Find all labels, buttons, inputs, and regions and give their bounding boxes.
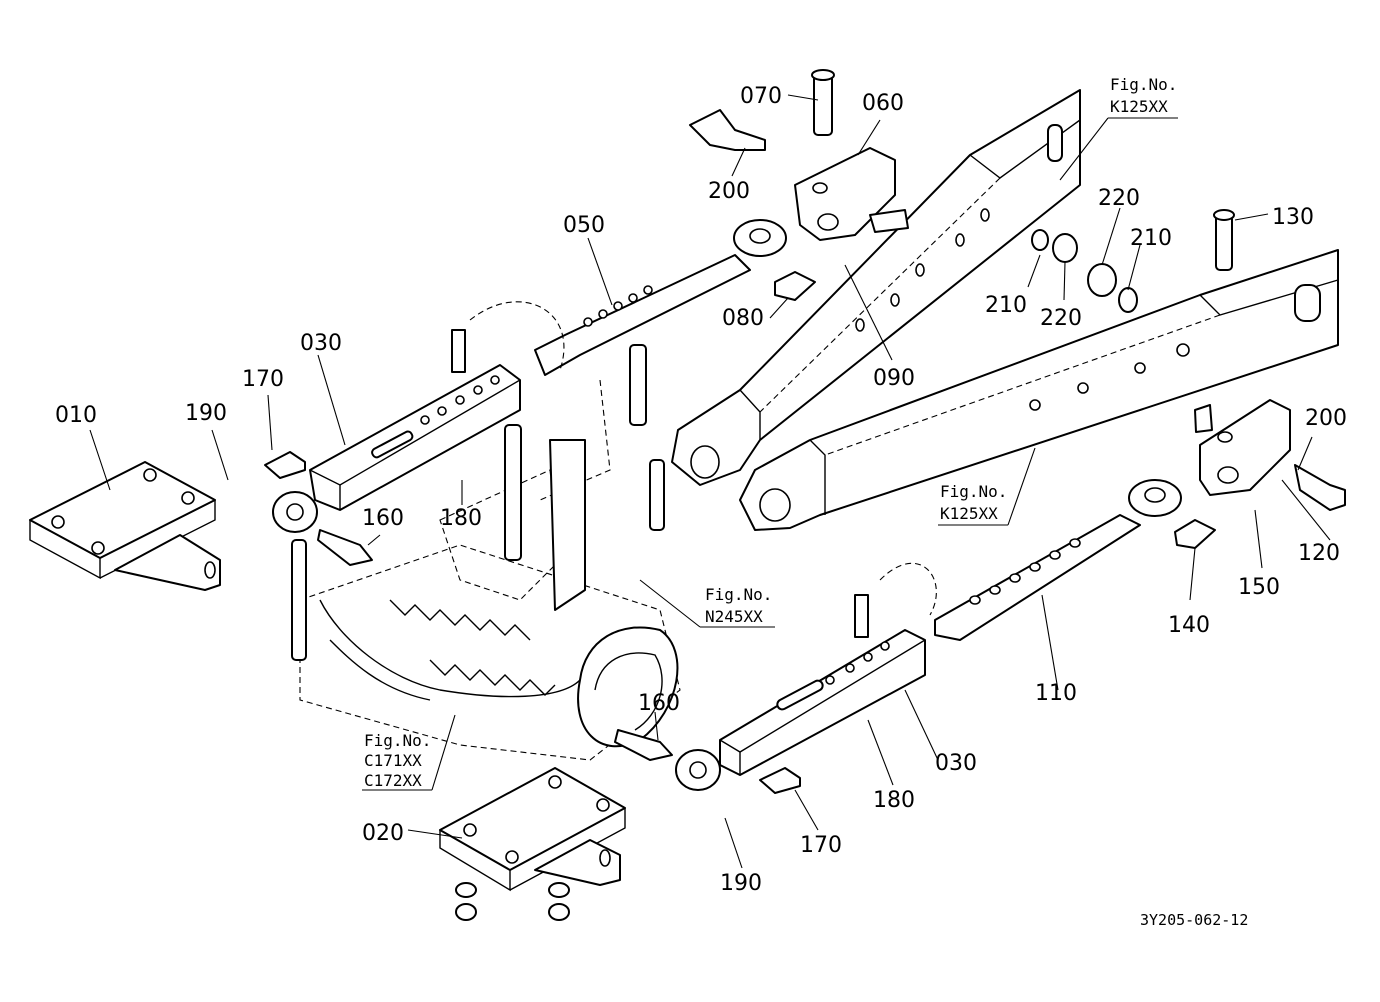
callout-220-upper: 220 [1098, 186, 1140, 211]
top-link [534, 219, 787, 376]
fig-ref-label-3: Fig.No. [705, 585, 772, 604]
callout-220-lower: 220 [1040, 306, 1082, 331]
callout-130: 130 [1272, 205, 1314, 230]
callout-210-right: 210 [1130, 226, 1172, 251]
stabilizer-upper [272, 364, 521, 533]
callout-050: 050 [563, 213, 605, 238]
stabilizer-lower [675, 479, 1182, 791]
callout-060: 060 [862, 91, 904, 116]
callout-140: 140 [1168, 613, 1210, 638]
callout-190-lower: 190 [720, 871, 762, 896]
callout-170-upper: 170 [242, 367, 284, 392]
callout-070: 070 [740, 84, 782, 109]
callout-120: 120 [1298, 541, 1340, 566]
callout-160-lower: 160 [638, 691, 680, 716]
callout-160-upper: 160 [362, 506, 404, 531]
fig-ref-code-4a: C171XX [364, 751, 422, 770]
hardware [264, 69, 1346, 921]
callout-210-left: 210 [985, 293, 1027, 318]
fig-ref-label-4: Fig.No. [364, 731, 431, 750]
leader-lines [89, 94, 1331, 869]
callout-030-upper: 030 [300, 331, 342, 356]
callout-180-upper: 180 [440, 506, 482, 531]
callout-150: 150 [1238, 575, 1280, 600]
fig-ref-label-1: Fig.No. [1110, 75, 1177, 94]
fig-ref-code-2: K125XX [940, 504, 998, 523]
fig-ref-label-2: Fig.No. [940, 482, 1007, 501]
callout-080: 080 [722, 306, 764, 331]
callout-010: 010 [55, 403, 97, 428]
callout-030-lower: 030 [935, 751, 977, 776]
callout-200-lower: 200 [1305, 406, 1347, 431]
callout-200-upper: 200 [708, 179, 750, 204]
lower-link-right [739, 249, 1339, 531]
callout-170-lower: 170 [800, 833, 842, 858]
figure-refs: Fig.No. K125XX Fig.No. K125XX Fig.No. N2… [364, 75, 1177, 790]
callout-020: 020 [362, 821, 404, 846]
callout-180-lower: 180 [873, 788, 915, 813]
callout-090: 090 [873, 366, 915, 391]
drawing-code: 3Y205-062-12 [1140, 911, 1248, 929]
transmission-housing [299, 379, 681, 761]
bracket-010 [29, 461, 221, 591]
bracket-020 [439, 767, 626, 892]
lower-link-left [671, 89, 1081, 486]
fig-ref-code-1: K125XX [1110, 97, 1168, 116]
fig-ref-code-3: N245XX [705, 607, 763, 626]
callout-110: 110 [1035, 681, 1077, 706]
fig-ref-code-4b: C172XX [364, 771, 422, 790]
callout-190-upper: 190 [185, 401, 227, 426]
callouts: 010 020 030 030 050 060 070 080 090 110 … [55, 84, 1347, 896]
